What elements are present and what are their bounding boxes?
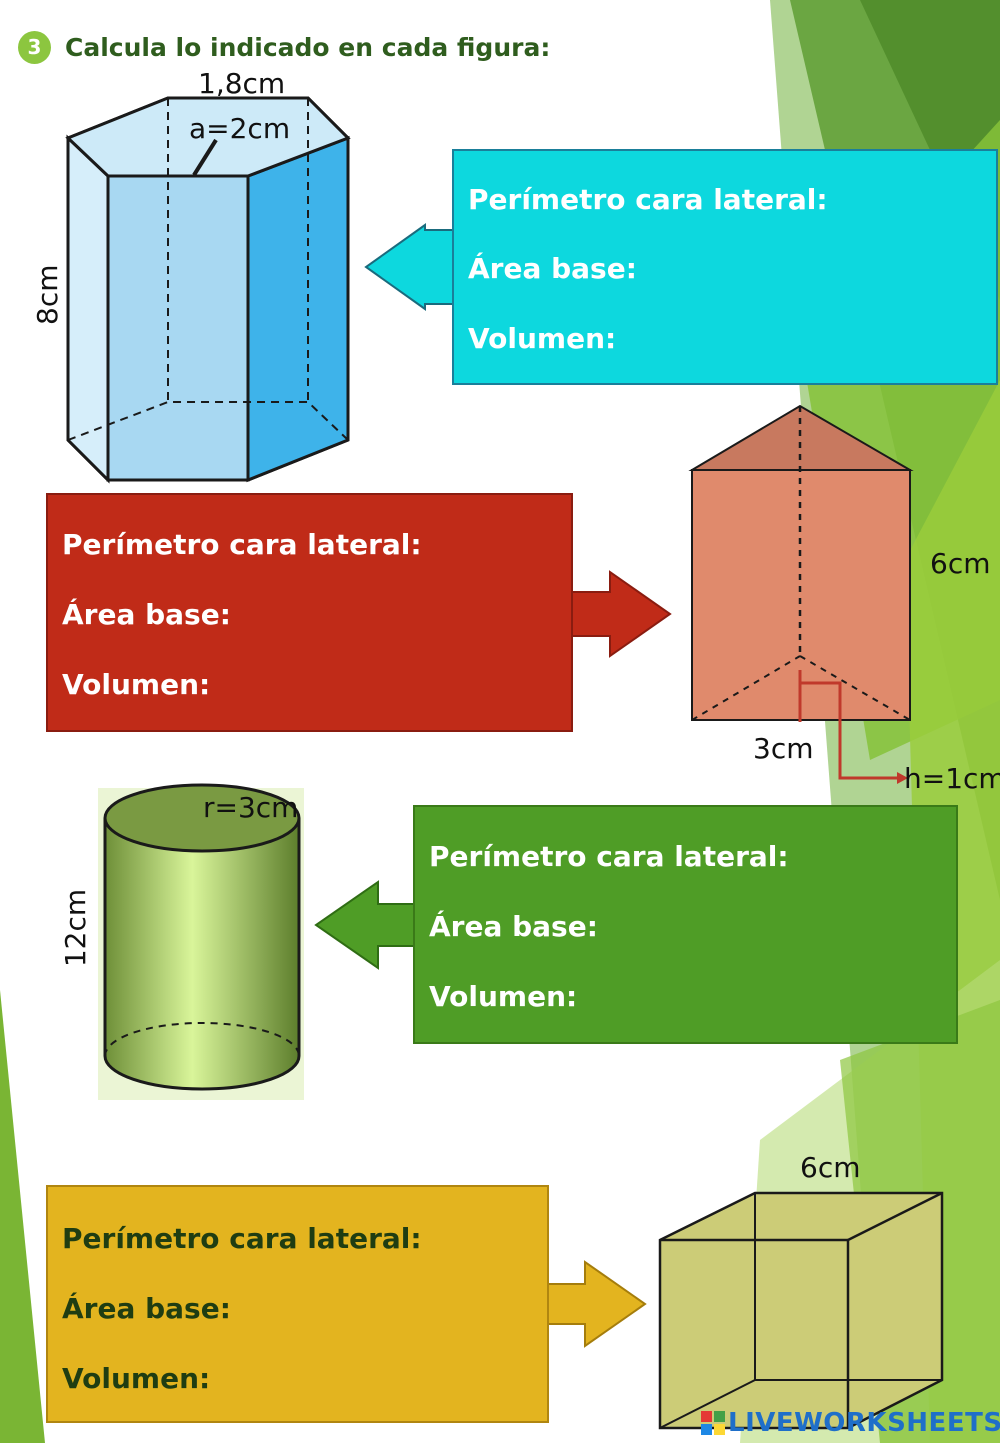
cube-edge-label: 6cm — [800, 1151, 861, 1184]
hexagon-height-label: 8cm — [31, 264, 64, 325]
cube-volume-label: Volumen: — [62, 1361, 211, 1395]
exercise-number-badge: 3 — [18, 30, 51, 64]
exercise-title: Calcula lo indicado en cada figura: — [65, 32, 551, 62]
cube-answer-box: Perímetro cara lateral: Área base: Volum… — [46, 1185, 549, 1423]
cube-figure — [658, 1191, 944, 1430]
cylinder-figure — [98, 783, 304, 1100]
cylinder-volume-label: Volumen: — [429, 980, 578, 1014]
cube-perimeter-label: Perímetro cara lateral: — [62, 1221, 422, 1255]
hexagon-answer-box: Perímetro cara lateral: Área base: Volum… — [452, 149, 998, 385]
cube-area-label: Área base: — [62, 1291, 231, 1325]
arrow-cyan-left — [364, 223, 456, 311]
liveworksheets-logo: LIVEWORKSHEETS — [700, 1407, 1000, 1439]
cylinder-radius-label: r=3cm — [203, 791, 299, 824]
liveworksheets-brand-text: LIVEWORKSHEETS — [728, 1408, 1000, 1438]
triangle-apothem-label: h=1cm — [904, 762, 1000, 795]
arrow-green-left — [314, 880, 417, 970]
hexagon-volume-label: Volumen: — [468, 321, 617, 355]
triangular-prism-figure — [688, 404, 914, 784]
triangle-answer-box: Perímetro cara lateral: Área base: Volum… — [46, 493, 573, 732]
cylinder-height-label: 12cm — [59, 888, 92, 968]
cylinder-perimeter-label: Perímetro cara lateral: — [429, 839, 789, 873]
triangle-perimeter-label: Perímetro cara lateral: — [62, 527, 422, 561]
arrow-red-right — [570, 570, 672, 658]
exercise-header: 3 Calcula lo indicado en cada figura: — [18, 30, 550, 64]
arrow-gold-right — [547, 1260, 647, 1348]
triangle-base-label: 3cm — [753, 732, 814, 765]
triangle-volume-label: Volumen: — [62, 668, 211, 702]
cylinder-answer-box: Perímetro cara lateral: Área base: Volum… — [413, 805, 958, 1044]
liveworksheets-logo-icon — [701, 1411, 725, 1435]
triangle-area-label: Área base: — [62, 597, 231, 631]
hexagon-area-label: Área base: — [468, 252, 637, 286]
hexagon-side-label: 1,8cm — [198, 67, 286, 100]
hexagonal-prism-figure — [65, 96, 351, 484]
cylinder-area-label: Área base: — [429, 909, 598, 943]
hexagon-apothem-label: a=2cm — [189, 112, 291, 145]
triangle-height-label: 6cm — [930, 547, 991, 580]
hexagon-perimeter-label: Perímetro cara lateral: — [468, 183, 828, 217]
